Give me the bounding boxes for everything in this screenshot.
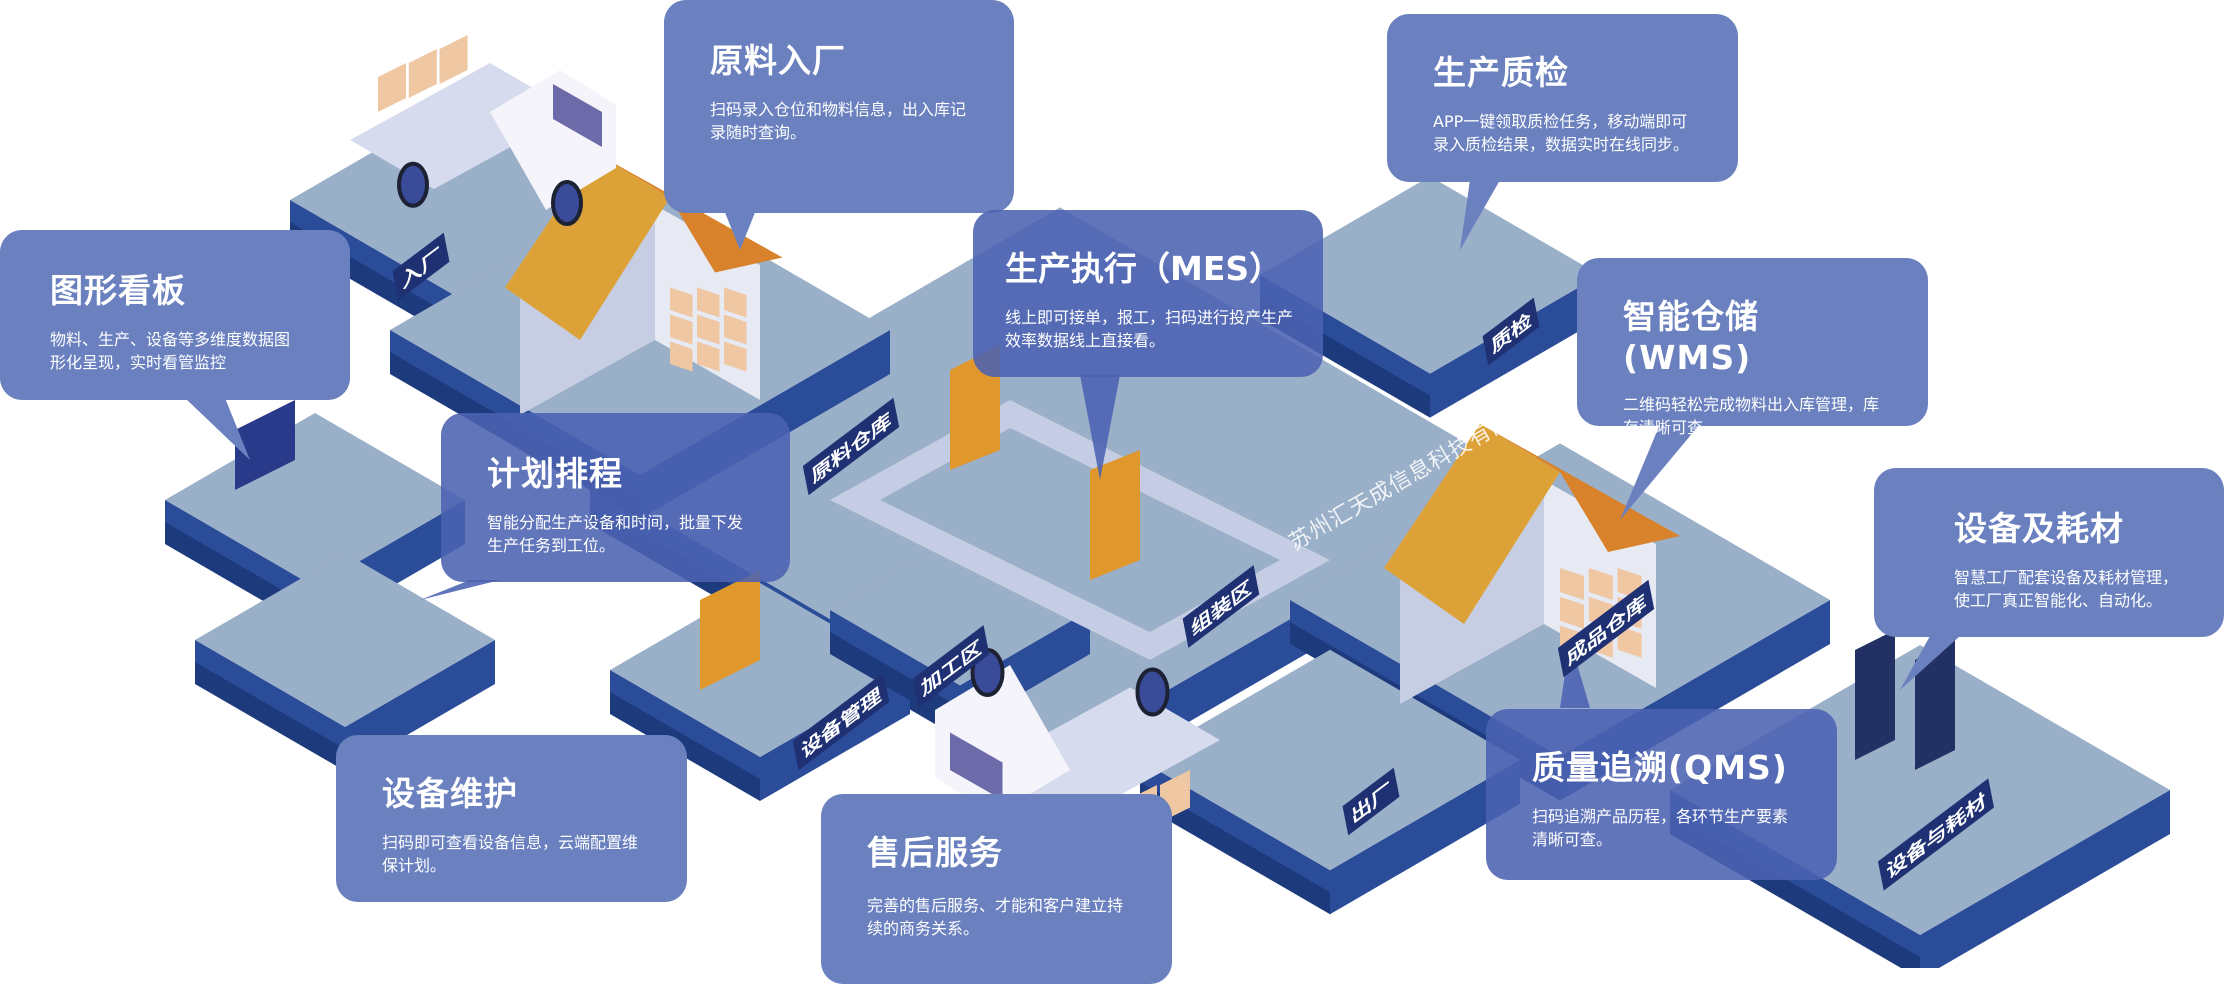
callout-wms: 智能仓储(WMS) 二维码轻松完成物料出入库管理，库存清晰可查。 <box>1577 258 1928 437</box>
shipping-platform-floor <box>1140 649 1520 871</box>
callout-mes: 生产执行（MES） 线上即可接单，报工，扫码进行投产生产效率数据线上直接看。 <box>973 210 1323 377</box>
raw-material-warehouse-box <box>670 314 693 345</box>
callout-tail <box>1460 180 1500 250</box>
callout-title: 设备及耗材 <box>1954 509 2124 548</box>
outbound-truck-window <box>950 732 1003 800</box>
raw-material-warehouse-box <box>670 341 693 372</box>
finished-goods-warehouse-box <box>1560 596 1584 629</box>
inbound-truck-box <box>408 49 437 98</box>
consumables-platform-side-right <box>1920 790 2170 968</box>
equipment-cabinet <box>1915 640 1955 770</box>
raw-material-warehouse-box <box>670 287 693 318</box>
callout-title: 智能仓储(WMS) <box>1623 297 1759 377</box>
dashboard-platform-edge-left <box>165 500 315 609</box>
scheduling-platform-edge-left <box>195 640 345 749</box>
callout-title: 售后服务 <box>867 833 1003 872</box>
callout-title: 设备维护 <box>382 774 518 813</box>
finished-goods-warehouse-box <box>1560 568 1584 600</box>
callout-quality-inspection: 生产质检 APP一键领取质检任务，移动端即可录入质检结果，数据实时在线同步。 <box>1387 14 1738 182</box>
callout-body: 二维码轻松完成物料出入库管理，库存清晰可查。 <box>1623 395 1880 437</box>
callout-title: 原料入厂 <box>710 41 846 80</box>
finished-goods-warehouse-box <box>1588 568 1613 600</box>
inbound-truck-box <box>439 35 468 84</box>
finished-goods-warehouse-roof <box>1384 424 1560 624</box>
inbound-truck-wheel <box>551 180 583 226</box>
callout-body: 物料、生产、设备等多维度数据图形化呈现，实时看管监控 <box>50 330 291 372</box>
conveyor-inner <box>880 428 1280 632</box>
outbound-truck-bed <box>980 687 1220 823</box>
callout-tail <box>1900 636 1960 690</box>
raw-material-warehouse-roof <box>505 152 670 340</box>
callout-equipment-maintenance: 设备维护 扫码即可查看设备信息，云端配置维保计划。 <box>336 735 687 902</box>
scheduling-platform-floor <box>195 553 495 727</box>
callout-body: 智能分配生产设备和时间，批量下发生产任务到工位。 <box>487 513 744 555</box>
equipment-cabinet <box>1855 630 1895 760</box>
callout-title: 质量追溯(QMS) <box>1532 748 1788 787</box>
callout-tail <box>1620 424 1700 520</box>
machine <box>950 345 1000 470</box>
callout-body: 智慧工厂配套设备及耗材管理，使工厂真正智能化、自动化。 <box>1954 568 2179 610</box>
raw-material-warehouse-box <box>697 314 720 345</box>
callout-title: 生产执行（MES） <box>1005 249 1283 288</box>
callout-equipment-consumables: 设备及耗材 智慧工厂配套设备及耗材管理，使工厂真正智能化、自动化。 <box>1874 468 2224 637</box>
callout-title: 生产质检 <box>1433 53 1569 92</box>
raw-material-warehouse-box <box>697 287 720 318</box>
shipping-platform-side-right <box>1330 760 1520 915</box>
inspection-platform-side-right <box>1430 275 1600 418</box>
machine <box>1090 450 1140 580</box>
callout-raw-material-in: 原料入厂 扫码录入仓位和物料信息，出入库记录随时查询。 <box>664 0 1014 213</box>
inbound-truck-bed <box>350 63 574 189</box>
callout-title: 图形看板 <box>50 271 186 310</box>
raw-material-warehouse-box <box>724 341 747 372</box>
callout-dashboard: 图形看板 物料、生产、设备等多维度数据图形化呈现，实时看管监控 <box>0 230 350 400</box>
callout-body: 扫码即可查看设备信息，云端配置维保计划。 <box>382 833 639 875</box>
callout-tail <box>1080 375 1120 480</box>
callout-tail <box>185 398 250 460</box>
finished-goods-warehouse-roof-side <box>1480 424 1680 552</box>
callout-body: 扫码追溯产品历程，各环节生产要素清晰可查。 <box>1532 807 1789 849</box>
raw-material-warehouse-box <box>724 287 747 318</box>
callout-after-sales: 售后服务 完善的售后服务、才能和客户建立持续的商务关系。 <box>821 794 1172 984</box>
outbound-truck-wheel <box>1135 667 1170 717</box>
callout-body: APP一键领取质检任务，移动端即可录入质检结果，数据实时在线同步。 <box>1433 112 1690 154</box>
raw-material-warehouse-box <box>724 314 747 345</box>
inbound-truck-window <box>553 84 602 147</box>
callout-title: 计划排程 <box>487 454 623 493</box>
finished-goods-warehouse-box <box>1617 625 1642 658</box>
inbound-truck-box <box>378 63 406 112</box>
callout-scheduling: 计划排程 智能分配生产设备和时间，批量下发生产任务到工位。 <box>441 413 790 582</box>
dashboard-screen <box>235 400 295 490</box>
callout-body: 完善的售后服务、才能和客户建立持续的商务关系。 <box>867 896 1124 938</box>
raw-material-warehouse-box <box>697 341 720 372</box>
inbound-truck-wheel <box>397 161 429 208</box>
machine <box>700 570 760 690</box>
callout-body: 扫码录入仓位和物料信息，出入库记录随时查询。 <box>710 100 967 142</box>
callout-tail <box>420 580 500 600</box>
callout-body: 线上即可接单，报工，扫码进行投产生产效率数据线上直接看。 <box>1005 308 1294 350</box>
equipment-mgmt-platform-edge-left <box>610 670 760 779</box>
callout-qms: 质量追溯(QMS) 扫码追溯产品历程，各环节生产要素清晰可查。 <box>1486 709 1837 880</box>
